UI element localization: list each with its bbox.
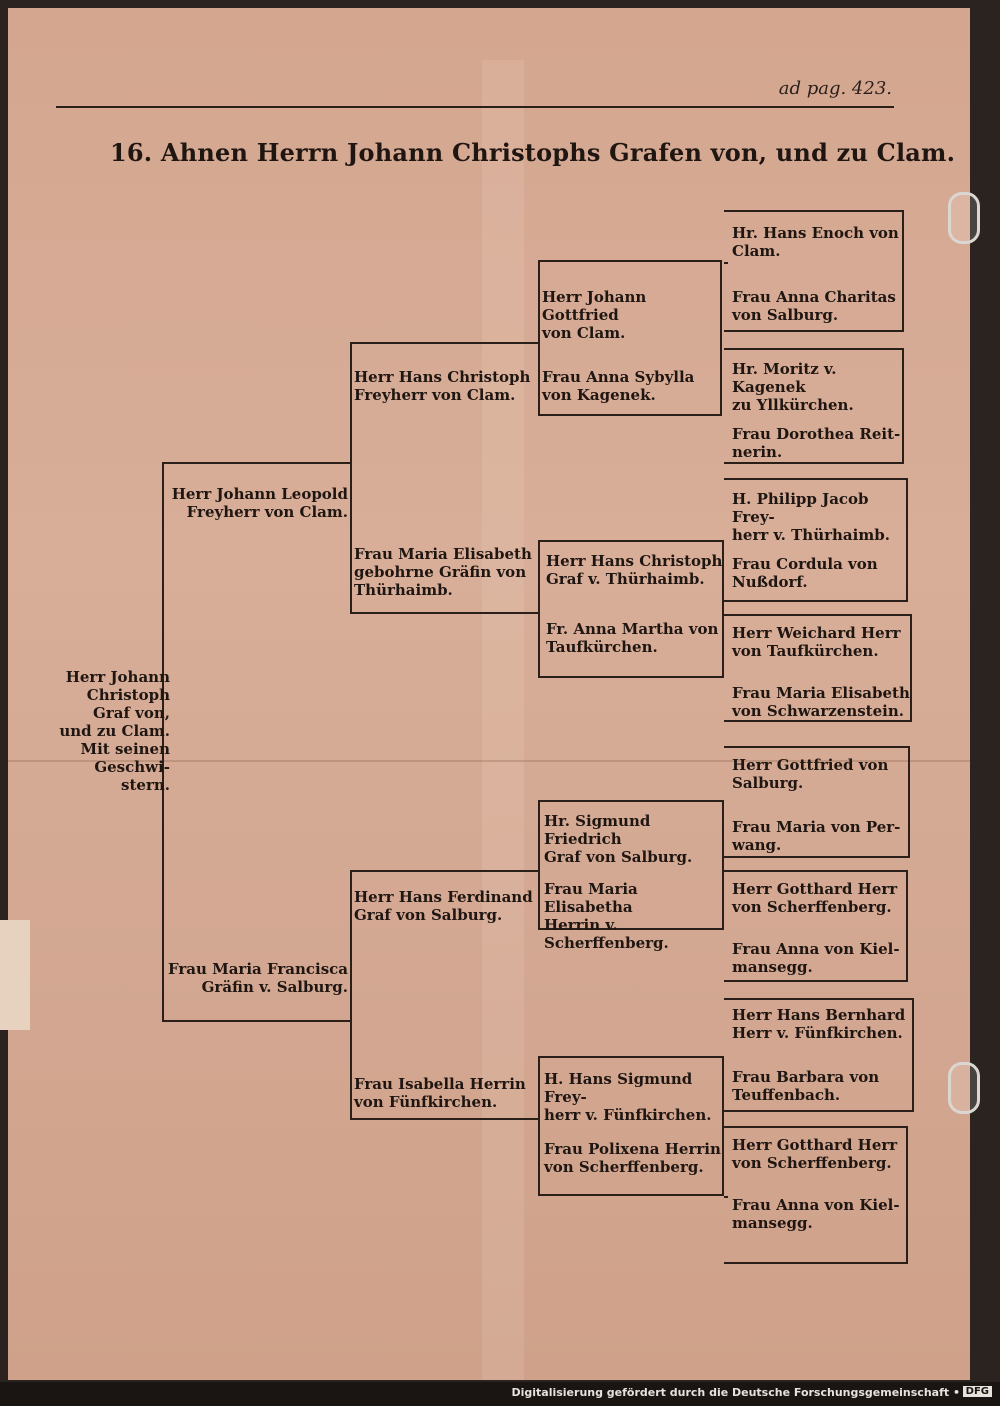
- gen4-bracket-2: [538, 540, 724, 678]
- gen2-bracket: [162, 462, 352, 1022]
- gen3-person-2: Frau Maria Elisabeth gebohrne Gräfin von…: [354, 545, 532, 599]
- gen5-person-12: Frau Anna von Kiel- mansegg.: [732, 940, 900, 976]
- footer-credit: Digitalisierung gefördert durch die Deut…: [511, 1386, 960, 1399]
- connector-line: [724, 262, 728, 264]
- gen5-bracket-4: [724, 614, 912, 722]
- gen5-bracket-5: [724, 746, 910, 858]
- binding-clip-icon: [948, 192, 980, 244]
- gen5-person-6: Frau Cordula von Nußdorf.: [732, 555, 878, 591]
- footer-bar: Digitalisierung gefördert durch die Deut…: [0, 1382, 1000, 1406]
- gen5-bracket-7: [724, 998, 914, 1112]
- gen5-person-5: H. Philipp Jacob Frey- herr v. Thürhaimb…: [732, 490, 890, 544]
- gen4-person-6: Frau Maria Elisabetha Herrin v. Scherffe…: [544, 880, 669, 952]
- connector-line: [724, 1196, 728, 1198]
- gen4-bracket-4: [538, 1056, 724, 1196]
- gen5-person-8: Frau Maria Elisabeth von Schwarzenstein.: [732, 684, 910, 720]
- binding-clip-icon: [948, 1062, 980, 1114]
- gen2-father: Herr Johann Leopold Freyherr von Clam.: [171, 485, 348, 521]
- gen5-bracket-8: [724, 1126, 908, 1264]
- gen4-bracket-3: [538, 800, 724, 930]
- gen5-person-1: Hr. Hans Enoch von Clam.: [732, 224, 899, 260]
- gen5-person-15: Herr Gotthard Herr von Scherffenberg.: [732, 1136, 898, 1172]
- gen3-person-3: Herr Hans Ferdinand Graf von Salburg.: [354, 888, 533, 924]
- gen2-mother: Frau Maria Francisca Gräfin v. Salburg.: [167, 960, 348, 996]
- gen4-person-3: Herr Hans Christoph Graf v. Thürhaimb.: [546, 552, 723, 588]
- gen5-person-13: Herr Hans Bernhard Herr v. Fünfkirchen.: [732, 1006, 906, 1042]
- gen5-person-14: Frau Barbara von Teuffenbach.: [732, 1068, 880, 1104]
- gen5-person-10: Frau Maria von Per- wang.: [732, 818, 901, 854]
- gen4-person-4: Fr. Anna Martha von Taufkürchen.: [546, 620, 719, 656]
- paper-fold-vertical: [482, 60, 524, 1380]
- gen4-person-7: H. Hans Sigmund Frey- herr v. Fünfkirche…: [544, 1070, 712, 1124]
- paper-fold-horizontal: [8, 760, 970, 762]
- gen4-bracket-1: [538, 260, 722, 416]
- gen4-person-2: Frau Anna Sybylla von Kagenek.: [542, 368, 695, 404]
- page-edge-strip: [0, 920, 30, 1030]
- dfg-logo-icon: DFG: [962, 1386, 992, 1397]
- gen5-bracket-6: [724, 870, 908, 982]
- gen4-person-5: Hr. Sigmund Friedrich Graf von Salburg.: [544, 812, 693, 866]
- gen5-person-4: Frau Dorothea Reit- nerin.: [732, 425, 901, 461]
- header-rule: [56, 106, 894, 108]
- gen4-person-1: Herr Johann Gottfried von Clam.: [542, 288, 647, 342]
- gen3-person-1: Herr Hans Christoph Freyherr von Clam.: [354, 368, 531, 404]
- gen4-person-8: Frau Polixena Herrin von Scherffenberg.: [544, 1140, 721, 1176]
- gen5-person-16: Frau Anna von Kiel- mansegg.: [732, 1196, 900, 1232]
- gen3-bracket-clam: [350, 342, 540, 614]
- page-reference: ad pag. 423.: [778, 78, 892, 99]
- gen5-bracket-2: [724, 348, 904, 464]
- gen1-subject: Herr Johann Christoph Graf von, und zu C…: [59, 668, 170, 794]
- gen5-person-11: Herr Gotthard Herr von Scherffenberg.: [732, 880, 898, 916]
- gen5-bracket-1: [724, 210, 904, 332]
- gen3-bracket-salburg: [350, 870, 540, 1120]
- gen5-person-2: Frau Anna Charitas von Salburg.: [732, 288, 896, 324]
- gen5-person-3: Hr. Moritz v. Kagenek zu Yllkürchen.: [732, 360, 854, 414]
- gen3-person-4: Frau Isabella Herrin von Fünfkirchen.: [354, 1075, 526, 1111]
- gen5-person-9: Herr Gottfried von Salburg.: [732, 756, 889, 792]
- gen5-person-7: Herr Weichard Herr von Taufkürchen.: [732, 624, 901, 660]
- gen5-bracket-3: [724, 478, 908, 602]
- page-title: 16. Ahnen Herrn Johann Christophs Grafen…: [110, 138, 956, 167]
- document-page: [8, 8, 970, 1380]
